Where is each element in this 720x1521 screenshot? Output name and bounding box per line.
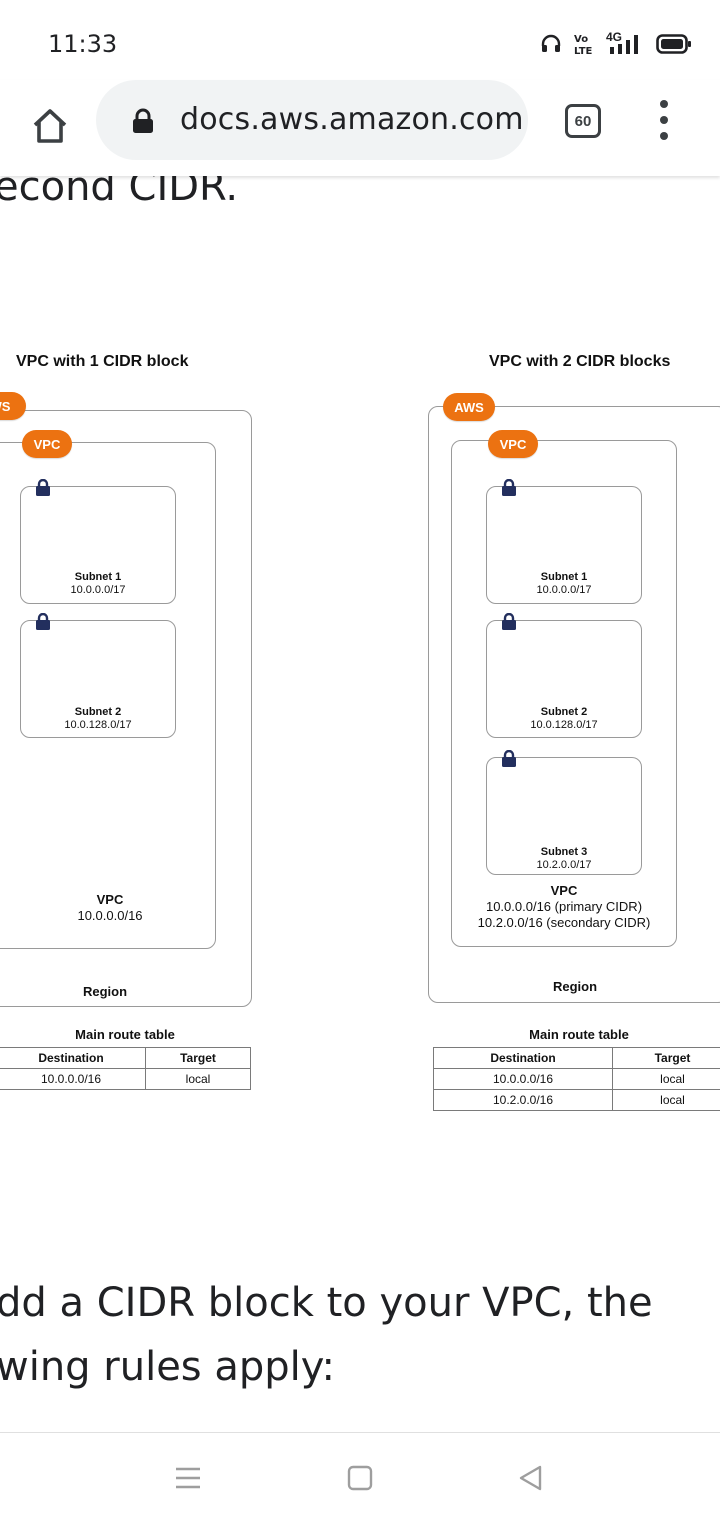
subnet-cidr: 10.0.0.0/17 [487,584,641,597]
lock-icon [132,108,154,134]
volte-icon: Vo LTE [572,32,596,56]
diagram-right-title: VPC with 2 CIDR blocks [489,353,670,371]
region-label: Region [510,979,640,994]
subnet-cidr: 10.2.0.0/17 [487,859,641,872]
subnet-name: Subnet 2 [21,706,175,719]
tab-switcher-button[interactable]: 60 [565,104,601,138]
home-nav-button[interactable] [340,1461,380,1495]
subnet-name: Subnet 1 [21,571,175,584]
vpc-badge: VPC [488,430,538,458]
subnet-cidr: 10.0.0.0/17 [21,584,175,597]
status-bar: 11:33 Vo LTE 4G [0,0,720,80]
region-label: Region [40,984,170,999]
home-button[interactable] [22,98,78,154]
home-icon [30,106,70,146]
diagram-left-title: VPC with 1 CIDR block [16,353,188,371]
more-vert-icon [660,100,668,108]
tab-count: 60 [575,113,592,130]
table-header: Target [613,1048,720,1069]
padlock-icon [35,613,51,631]
partial-heading-text: econd CIDR. [0,176,238,210]
back-button[interactable] [510,1461,550,1495]
vpc-cidr: 10.0.0.0/16 [40,908,180,924]
subnet-name: Subnet 1 [487,571,641,584]
status-time: 11:33 [48,30,117,58]
vpc-cidr-secondary: 10.2.0.0/16 (secondary CIDR) [454,915,674,931]
recent-apps-icon [174,1465,202,1491]
status-icons: Vo LTE 4G [540,30,692,58]
svg-text:LTE: LTE [574,46,593,56]
table-header: Target [146,1048,251,1069]
table-header: Destination [0,1048,146,1069]
padlock-icon [501,750,517,768]
aws-badge: AWS [443,393,495,421]
signal-icon: 4G [606,32,646,56]
recent-apps-button[interactable] [168,1461,208,1495]
home-nav-icon [347,1465,373,1491]
svg-text:Vo: Vo [574,34,588,45]
vpc-cidr-primary: 10.0.0.0/16 (primary CIDR) [454,899,674,915]
subnet-name: Subnet 3 [487,846,641,859]
more-menu-button[interactable] [650,100,678,140]
route-table-title: Main route table [40,1027,210,1042]
page-content: econd CIDR. VPC with 1 CIDR block WS VPC… [0,176,720,1432]
body-text-line: dd a CIDR block to your VPC, the [0,1280,653,1326]
body-text-line: wing rules apply: [0,1344,335,1390]
vpc-badge: VPC [22,430,72,458]
browser-toolbar: docs.aws.amazon.com 60 [0,80,720,176]
route-table-title: Main route table [494,1027,664,1042]
padlock-icon [35,479,51,497]
padlock-icon [501,613,517,631]
battery-icon [656,34,692,54]
system-nav-bar [0,1432,720,1521]
subnet-cidr: 10.0.128.0/17 [21,719,175,732]
back-icon [516,1464,544,1492]
subnet-cidr: 10.0.128.0/17 [487,719,641,732]
padlock-icon [501,479,517,497]
table-header: Destination [434,1048,613,1069]
headset-icon [540,33,562,55]
url-bar[interactable]: docs.aws.amazon.com [96,80,528,160]
vpc-label: VPC [40,892,180,908]
url-text: docs.aws.amazon.com [180,102,524,137]
subnet-name: Subnet 2 [487,706,641,719]
vpc-label: VPC [454,883,674,899]
